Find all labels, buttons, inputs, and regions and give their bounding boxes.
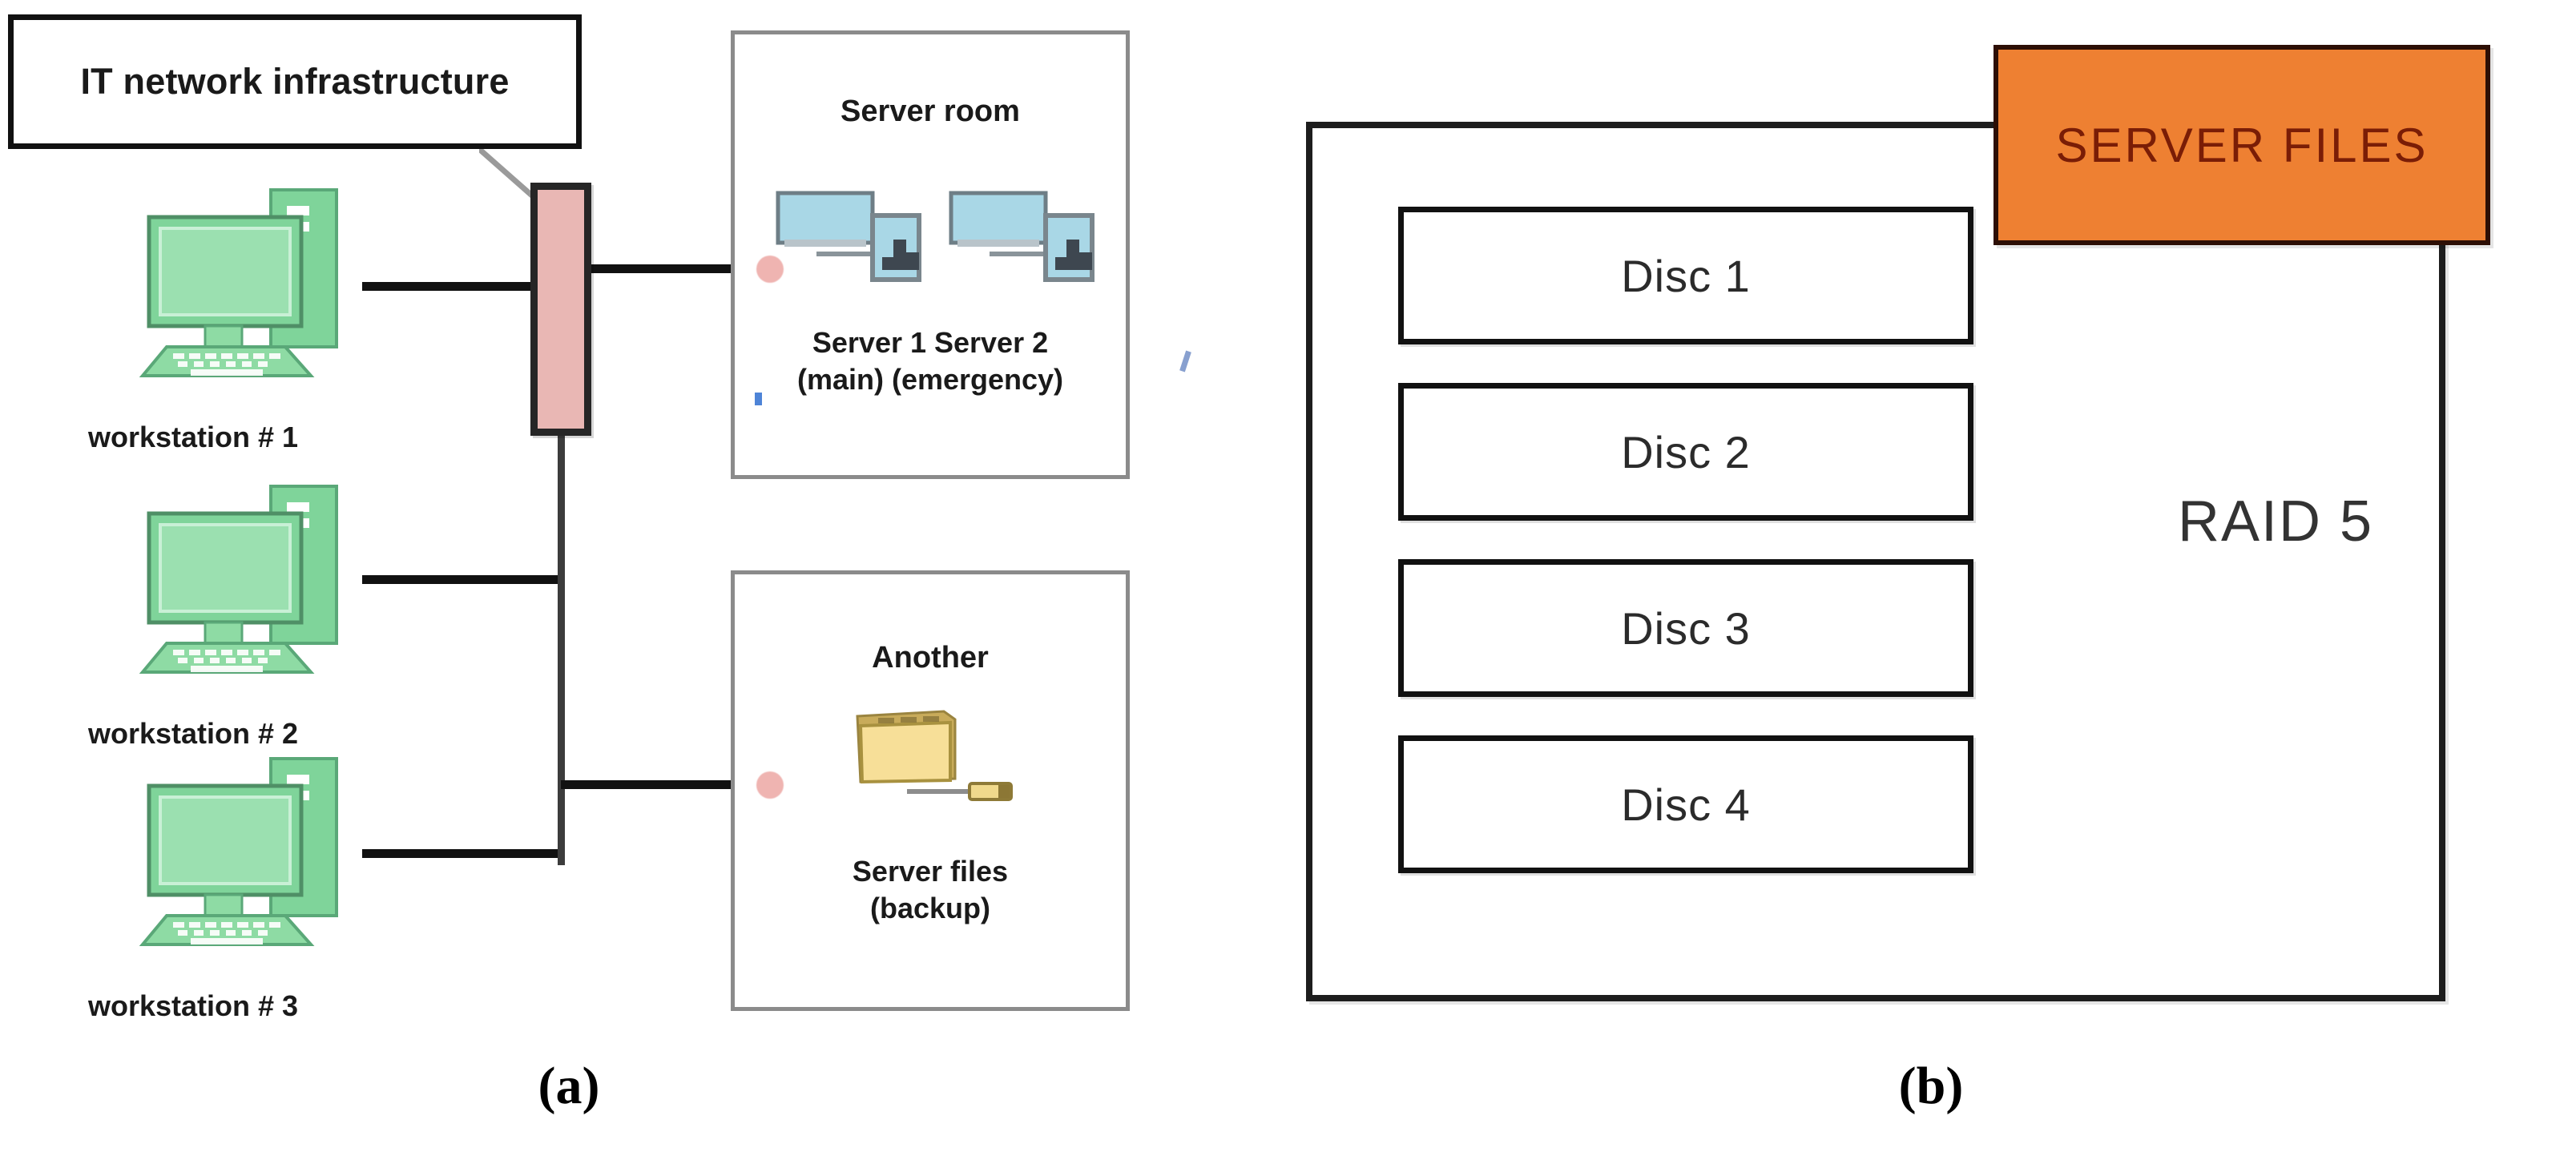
link-trunk-to-backup <box>561 780 772 789</box>
link-bus-to-server-room <box>588 264 772 273</box>
server-files-box: SERVER FILES <box>1993 45 2490 245</box>
network-trunk-line <box>558 433 565 865</box>
it-network-infrastructure-label: IT network infrastructure <box>80 61 510 102</box>
panel-b-raid5: Disc 1 Disc 2 Disc 3 Disc 4 RAID 5 SERVE… <box>1202 0 2576 1176</box>
link-workstation-2-to-trunk <box>362 575 564 584</box>
it-network-infrastructure-title-box: IT network infrastructure <box>8 14 582 149</box>
backup-box-title: Another <box>872 641 989 675</box>
raid-level-label: RAID 5 <box>2177 489 2374 554</box>
backup-captions: Server files (backup) <box>731 853 1130 927</box>
server-caption-line-1: Server 1 Server 2 <box>812 326 1049 359</box>
server-room-title: Server room <box>841 95 1020 128</box>
disc-3-label: Disc 3 <box>1621 602 1751 654</box>
workstation-2-icon <box>139 485 338 674</box>
workstation-1-icon <box>139 188 338 377</box>
disc-4-box: Disc 4 <box>1398 735 1973 873</box>
scan-artifact-mark <box>755 393 762 405</box>
folder-files-icon <box>856 710 1013 801</box>
server-room-captions: Server 1 Server 2 (main) (emergency) <box>725 324 1135 398</box>
workstation-1-label: workstation # 1 <box>88 421 299 453</box>
disc-1-box: Disc 1 <box>1398 207 1973 344</box>
connection-dot-server-room <box>756 256 784 283</box>
figure-caption-b: (b) <box>1898 1057 1964 1115</box>
scan-artifact-mark <box>1179 350 1191 373</box>
connection-dot-backup <box>756 771 784 799</box>
server-files-label: SERVER FILES <box>2055 118 2429 172</box>
disc-2-label: Disc 2 <box>1621 426 1751 477</box>
link-workstation-1-to-bus <box>362 282 540 291</box>
disc-3-box: Disc 3 <box>1398 559 1973 697</box>
panel-a-network-infrastructure: IT network infrastructure <box>0 0 1202 1176</box>
workstation-3-label: workstation # 3 <box>88 989 299 1022</box>
disc-4-label: Disc 4 <box>1621 779 1751 830</box>
workstation-3-icon <box>139 757 338 946</box>
link-workstation-3-to-trunk <box>362 849 564 858</box>
figure-caption-a: (a) <box>538 1057 600 1115</box>
backup-caption-line-1: Server files <box>852 855 1009 888</box>
network-switch-bar-icon <box>530 183 591 436</box>
server-room-icons <box>776 191 1094 282</box>
backup-caption-line-2: (backup) <box>869 892 990 925</box>
disc-2-box: Disc 2 <box>1398 383 1973 521</box>
workstation-2-label: workstation # 2 <box>88 717 299 750</box>
disc-1-label: Disc 1 <box>1621 250 1751 301</box>
server-caption-line-2: (main) (emergency) <box>796 363 1064 397</box>
